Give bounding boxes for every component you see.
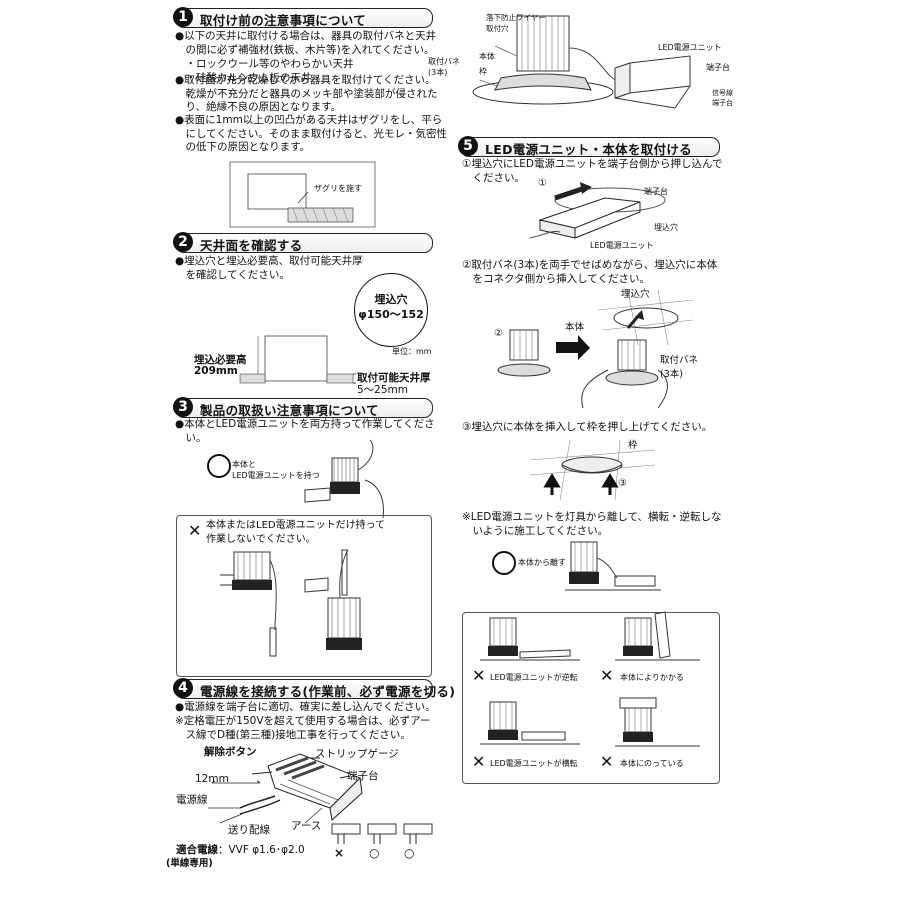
length-label: 12mm: [195, 773, 229, 785]
step2-body-label: 本体: [565, 322, 585, 333]
wire-spec: 適合電線：VVF φ1.6･φ2.0: [176, 842, 305, 857]
terminal-label: 端子台: [347, 770, 379, 782]
wire-spec-note: (単線専用): [166, 858, 213, 869]
section-4-header: 4 電源線を接続する(作業前、必ず電源を切る): [173, 678, 455, 699]
step3-number: ③: [618, 478, 627, 489]
s3-ng-text: 本体またはLED電源ユニットだけ持って 作業しないでください。: [206, 520, 386, 545]
ng-hold-illustrations: [220, 549, 362, 657]
s5-ok-circle-icon: [492, 551, 516, 575]
section-1-number: 1: [173, 7, 193, 27]
top-led-unit-label: LED電源ユニット: [658, 43, 722, 52]
step2-hole-label: 埋込穴: [621, 289, 650, 300]
step1-hole-label: 埋込穴: [654, 223, 678, 232]
top-body-label: 本体: [479, 52, 495, 61]
section-2-header: 2 天井面を確認する: [173, 232, 433, 253]
thickness-value: 5〜25mm: [357, 384, 408, 396]
ng4-label: 本体にのっている: [620, 759, 684, 768]
ok-circle-icon: [207, 454, 231, 478]
unit-label: 単位：mm: [392, 347, 432, 356]
ng4-x-icon: ✕: [600, 752, 614, 771]
section-2-number: 2: [173, 232, 193, 252]
s5-ok-label: 本体から離す: [518, 558, 566, 567]
s5-step-1: ①埋込穴にLED電源ユニットを端子台側から押し込んで ください。: [462, 158, 723, 184]
step1-number: ①: [538, 178, 547, 189]
s4-paragraph-2: ※定格電圧が150Vを超えて使用する場合は、必ずアー ス線でD種(第三種)接地工…: [175, 715, 431, 741]
s5-ok-illustration: [565, 541, 661, 591]
top-frame-label: 枠: [479, 67, 487, 76]
hole-circle: 埋込穴 φ150〜152: [354, 273, 428, 347]
section-3-header: 3 製品の取扱い注意事項について: [173, 397, 433, 418]
section-1-title: 取付け前の注意事項について: [200, 13, 367, 28]
mark-2: ○: [369, 846, 380, 860]
drop-wire-label: 落下防止ワイヤー 取付穴: [486, 13, 546, 33]
terminal-diagram: [208, 753, 363, 824]
power-line-label: 電源線: [176, 794, 208, 806]
s3-ok-label: 本体と LED電源ユニットを持つ: [232, 460, 320, 480]
s4-paragraph-1: ●電源線を端子台に適切、確実に差し込んでください。: [175, 701, 436, 713]
ng1-label: LED電源ユニットが逆転: [490, 673, 578, 682]
hole-value: φ150〜152: [358, 308, 424, 321]
s5-step-3: ③埋込穴に本体を挿入して枠を押し上げてください。: [462, 421, 713, 433]
step3-illustration: [529, 439, 656, 501]
wire-spec-label: 適合電線: [176, 844, 218, 856]
s5-note: ※LED電源ユニットを灯具から離して、横転・逆転しな いように施工してください。: [462, 511, 722, 537]
strip-gauge-label: ストリップゲージ: [315, 748, 399, 760]
section-3-title: 製品の取扱い注意事項について: [200, 403, 379, 418]
wire-spec-value: ：VVF φ1.6･φ2.0: [218, 844, 305, 856]
section-5-number: 5: [458, 136, 478, 156]
s1-paragraph-3: ●表面に1mm以上の凹凸がある天井はザグリをし、平ら にしてください。そのまま取…: [175, 114, 447, 153]
section-5-header: 5 LED電源ユニット・本体を取付ける: [458, 136, 720, 157]
ng-x-icon: ✕: [188, 521, 202, 540]
s3-paragraph: ●本体とLED電源ユニットを両方持って作業してくださ い。: [175, 418, 435, 444]
product-overview-diagram: [472, 15, 691, 109]
section-4-title: 電源線を接続する(作業前、必ず電源を切る): [200, 684, 456, 699]
section-1-header: 1 取付け前の注意事項について: [173, 7, 433, 28]
hold-both-illustration: [304, 439, 384, 519]
step3-frame-label: 枠: [628, 440, 638, 451]
ng3-x-icon: ✕: [472, 752, 486, 771]
step1-illustration: [529, 182, 666, 239]
top-terminal-label: 端子台: [706, 63, 730, 72]
section-3-number: 3: [173, 397, 193, 417]
s1-paragraph-2: ●取付面が充分乾燥してから器具を取付けてください。 乾燥が不充分だと器具のメッキ…: [175, 74, 438, 113]
height-value: 209mm: [194, 365, 238, 377]
s1-bullet-2: ・珪酸カルシウム板の天井: [175, 72, 312, 84]
s2-paragraph: ●埋込穴と埋込必要高、取付可能天井厚 を確認してください。: [175, 255, 363, 281]
section-2-title: 天井面を確認する: [200, 238, 303, 253]
s1-bullet-1: ・ロックウール等のやわらかい天井: [175, 58, 354, 70]
earth-label: アース: [291, 820, 322, 832]
s1-paragraph-1: ●以下の天井に取付ける場合は、器具の取付バネと天井 の間に必ず補強材(鉄板、木片…: [175, 30, 437, 56]
s5-step-2: ②取付バネ(3本)を両手でせばめながら、埋込穴に本体 をコネクタ側から挿入してく…: [462, 259, 718, 285]
ng1-x-icon: ✕: [472, 666, 486, 685]
ng-illustrations: [480, 611, 700, 747]
ng2-x-icon: ✕: [600, 666, 614, 685]
release-button-label: 解除ボタン: [204, 746, 257, 758]
step2-spring-label: 取付バネ (3本): [660, 355, 699, 380]
zaguri-label: ザグリを施す: [314, 184, 362, 193]
mark-3: ○: [404, 846, 415, 860]
height-label: 埋込必要高: [194, 354, 247, 366]
top-spring-label: 取付バネ (3本): [428, 57, 460, 77]
ng3-label: LED電源ユニットが横転: [490, 759, 578, 768]
s5-ng-box: [462, 612, 720, 784]
feed-line-label: 送り配線: [228, 824, 270, 836]
ceiling-height-diagram: [239, 335, 356, 384]
thickness-label: 取付可能天井厚: [357, 372, 431, 384]
s3-ng-box: [176, 515, 432, 677]
step1-terminal-label: 端子台: [644, 187, 668, 196]
section-4-number: 4: [173, 678, 193, 698]
step1-led-unit-label: LED電源ユニット: [590, 241, 654, 250]
mark-1: ×: [334, 846, 345, 860]
ng2-label: 本体によりかかる: [620, 673, 684, 682]
step2-illustration: [497, 289, 694, 409]
step2-number: ②: [494, 328, 503, 339]
top-signal-label: 信号線 端子台: [712, 89, 733, 107]
zaguri-diagram: [229, 161, 376, 228]
section-5-title: LED電源ユニット・本体を取付ける: [485, 142, 692, 157]
insertion-examples: [331, 823, 433, 844]
hole-label: 埋込穴: [374, 293, 408, 306]
